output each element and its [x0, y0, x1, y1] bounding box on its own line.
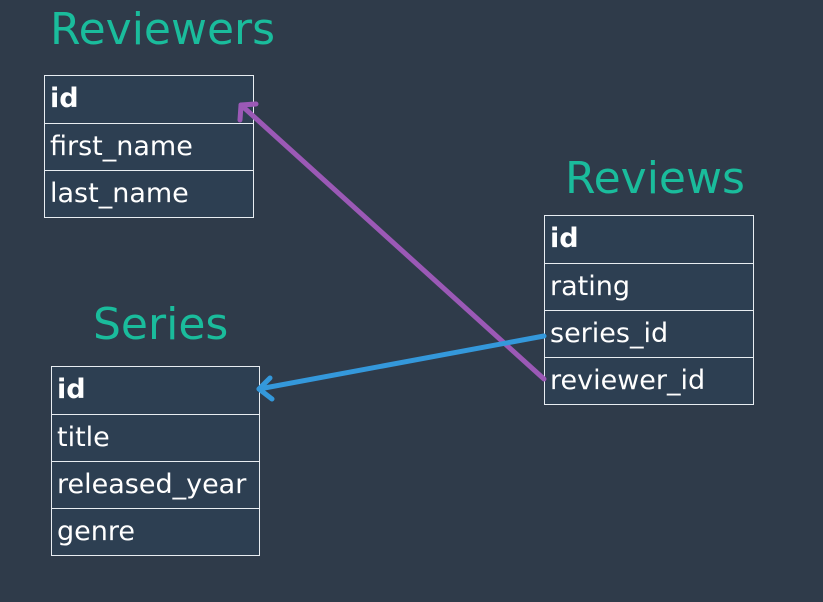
series-column-genre: genre	[52, 508, 259, 555]
reviewers-column-first-name: first_name	[45, 123, 253, 170]
reviewers-table-title: Reviewers	[50, 4, 276, 55]
reviews-column-rating: rating	[545, 263, 753, 310]
reviews-table-title: Reviews	[565, 153, 745, 204]
series-column-title: title	[52, 414, 259, 461]
reviews-column-reviewer-id: reviewer_id	[545, 357, 753, 404]
reviews-column-id: id	[545, 216, 753, 263]
reviews-column-series-id: series_id	[545, 310, 753, 357]
reviewer-fk-arrow	[237, 101, 547, 382]
reviewers-column-id: id	[45, 76, 253, 123]
series-table-title: Series	[93, 299, 229, 350]
series-fk-arrow	[256, 333, 547, 402]
reviewers-table: id first_name last_name	[44, 75, 254, 218]
reviewers-column-last-name: last_name	[45, 170, 253, 217]
series-table: id title released_year genre	[51, 366, 260, 556]
reviews-table: id rating series_id reviewer_id	[544, 215, 754, 405]
series-column-released-year: released_year	[52, 461, 259, 508]
series-column-id: id	[52, 367, 259, 414]
